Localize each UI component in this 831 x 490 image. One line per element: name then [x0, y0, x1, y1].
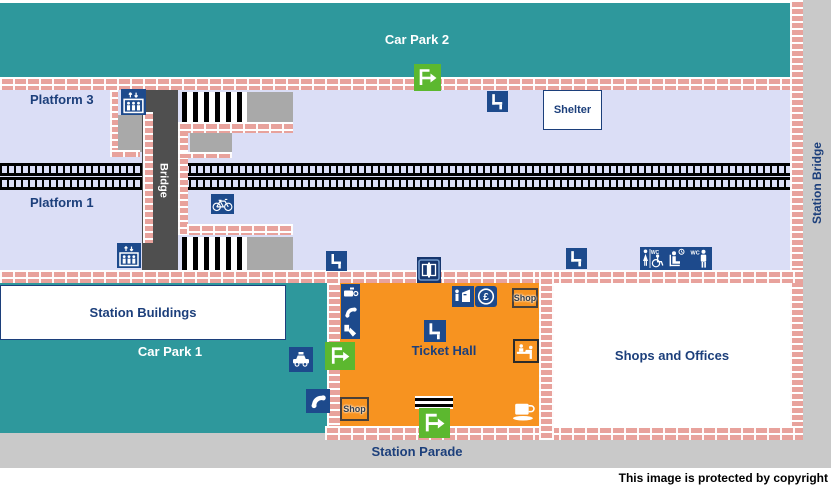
telephone-icon [341, 302, 360, 322]
railway-track [0, 163, 790, 176]
brick-wall-right [790, 0, 803, 440]
ramp [118, 115, 142, 152]
shops-offices-label: Shops and Offices [614, 347, 730, 363]
brick-wall-bridge-right [178, 122, 188, 235]
exit-icon [414, 64, 441, 91]
brick-wall-tickethall-right [539, 270, 554, 440]
refreshments-icon [510, 398, 538, 424]
shelter-box: Shelter [543, 90, 602, 130]
lift-icon [121, 89, 146, 115]
station-parade-label: Station Parade [371, 444, 463, 459]
brick-wall-top [0, 77, 803, 90]
seat-icon [487, 91, 508, 112]
car-park-2-area [0, 3, 790, 77]
pound-coin-icon: £ [475, 286, 497, 307]
card-phone-icon [341, 322, 360, 339]
pedestrian-crossing [182, 92, 247, 122]
brick-wall-bottom [325, 426, 803, 440]
ticket-hall-label: Ticket Hall [411, 343, 477, 358]
svg-text:WC: WC [691, 251, 700, 257]
lift-icon [117, 243, 141, 268]
ticket-office-icon [513, 339, 539, 363]
shelter-label: Shelter [553, 104, 592, 116]
station-buildings-label: Station Buildings [89, 305, 197, 320]
station-bridge-label: Station Bridge [810, 141, 824, 224]
cctv-icon [341, 284, 360, 302]
ticket-machine-icon [452, 286, 474, 307]
cycle-storage-icon [211, 194, 234, 214]
seat-icon [326, 251, 347, 271]
brick-wall-bridge-left [143, 112, 153, 243]
seat-icon [566, 248, 587, 269]
entrance-doors-icon [417, 257, 441, 283]
exit-icon [419, 408, 450, 438]
brick-wall-platform3-stub [110, 150, 140, 157]
shop-label: Shop [343, 404, 366, 414]
svg-text:£: £ [483, 292, 489, 303]
shop-unit-top: Shop [512, 288, 538, 308]
platform-1-label: Platform 1 [30, 195, 94, 210]
taxi-icon [289, 347, 313, 372]
platform-3-label: Platform 3 [30, 92, 94, 107]
bridge-label: Bridge [157, 162, 170, 198]
brick-wall-ramp-stub [178, 152, 232, 158]
railway-track [0, 177, 790, 190]
brick-wall-crossing-bottom [187, 224, 293, 235]
svg-text:WC: WC [651, 250, 660, 256]
telephone-icon [306, 389, 330, 413]
accessible-toilet-icon: WC [640, 247, 664, 270]
station-bridge-road [803, 0, 831, 467]
shops-offices-area: Shops and Offices [554, 283, 790, 427]
waiting-room-icon [664, 247, 688, 270]
pedestrian-crossing [182, 237, 247, 270]
station-bridge-label-wrap: Station Bridge [803, 118, 831, 248]
brick-wall-platform3-vert [110, 90, 118, 155]
ramp [190, 133, 232, 152]
copyright-notice: This image is protected by copyright [618, 471, 828, 485]
brick-wall-crossing-top [178, 122, 293, 133]
car-park-2-label: Car Park 2 [384, 32, 450, 47]
shop-label: Shop [513, 293, 537, 303]
station-buildings-box: Station Buildings [0, 285, 286, 340]
shop-unit-bottom: Shop [340, 397, 369, 421]
pedestrian-crossing [415, 396, 453, 409]
exit-icon [325, 342, 355, 370]
brick-wall-middle [0, 270, 803, 283]
ramp [247, 92, 293, 122]
car-park-1-label: Car Park 1 [137, 344, 203, 359]
ramp [247, 237, 293, 270]
mens-toilet-icon: WC [688, 247, 712, 270]
seat-icon [424, 320, 446, 342]
